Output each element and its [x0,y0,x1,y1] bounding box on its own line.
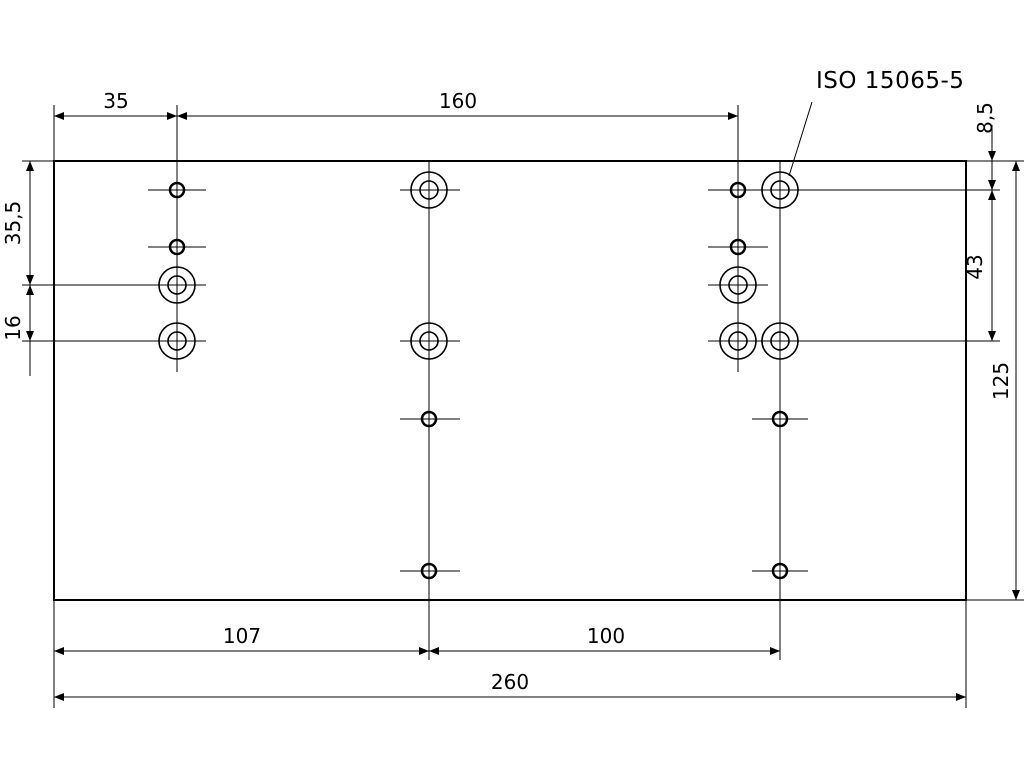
small-hole [729,238,747,256]
holes-middle-column [410,171,448,580]
dim-left-lower: 16 [1,315,25,340]
dim-left-upper: 35,5 [1,201,25,246]
iso-annotation: ISO 15065-5 [816,68,964,94]
dim-right-overall: 125 [989,362,1013,400]
countersunk-hole [410,171,448,209]
dim-top-left: 35 [103,89,128,113]
dim-bottom-right: 100 [587,624,625,648]
small-hole [420,410,438,428]
countersunk-hole [719,322,757,360]
holes-right-outer-column [761,171,799,580]
dim-bottom-left: 107 [223,624,261,648]
holes-right-inner-column [719,181,757,360]
countersunk-hole [158,266,196,304]
holes-left-column [158,181,196,360]
small-hole [771,410,789,428]
small-hole [420,562,438,580]
small-hole [729,181,747,199]
extension-lines [22,105,1024,708]
countersunk-hole [761,171,799,209]
countersunk-hole [410,322,448,360]
small-hole [168,181,186,199]
dim-overall-width: 260 [491,670,529,694]
dim-right-middle: 43 [963,254,987,279]
dim-top-middle: 160 [439,89,477,113]
countersunk-hole [719,266,757,304]
plate-outline [53,160,967,601]
small-hole [771,562,789,580]
centerlines [148,161,808,600]
countersunk-hole [761,322,799,360]
small-hole [168,238,186,256]
dim-right-top: 8,5 [973,102,997,134]
countersunk-hole [158,322,196,360]
iso-leader-line [788,101,813,177]
